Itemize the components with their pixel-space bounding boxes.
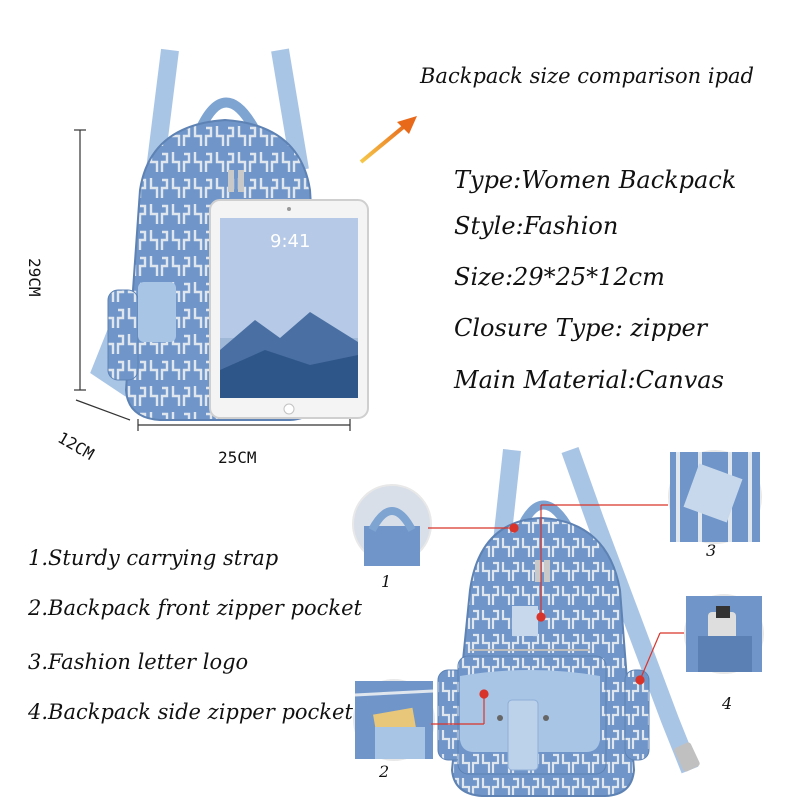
spec-style: Style:Fashion	[454, 212, 619, 240]
detail-circle-logo	[668, 450, 762, 544]
comparison-heading: Backpack size comparison ipad	[420, 64, 755, 88]
callout-4: 4	[722, 694, 733, 713]
feature-4: 4.Backpack side zipper pocket	[28, 700, 353, 724]
spec-closure: Closure Type: zipper	[454, 314, 708, 342]
callout-3: 3	[706, 541, 717, 560]
detail-circle-strap	[352, 484, 432, 566]
arrow-icon	[359, 116, 417, 164]
detail-circle-side-pocket	[684, 594, 764, 674]
detail-circle-pocket	[353, 679, 435, 761]
tablet-clock: 9:41	[270, 231, 311, 252]
callout-1: 1	[381, 572, 392, 591]
spec-material: Main Material:Canvas	[454, 366, 724, 394]
spec-size: Size:29*25*12cm	[454, 263, 665, 291]
feature-1: 1.Sturdy carrying strap	[28, 546, 279, 570]
feature-3: 3.Fashion letter logo	[28, 650, 249, 674]
feature-2: 2.Backpack front zipper pocket	[28, 596, 362, 620]
spec-type: Type:Women Backpack	[454, 166, 737, 194]
width-label: 25CM	[218, 448, 257, 467]
backpack-size-image	[74, 48, 369, 431]
callout-2: 2	[379, 762, 390, 781]
backpack-detail-image	[437, 446, 700, 797]
